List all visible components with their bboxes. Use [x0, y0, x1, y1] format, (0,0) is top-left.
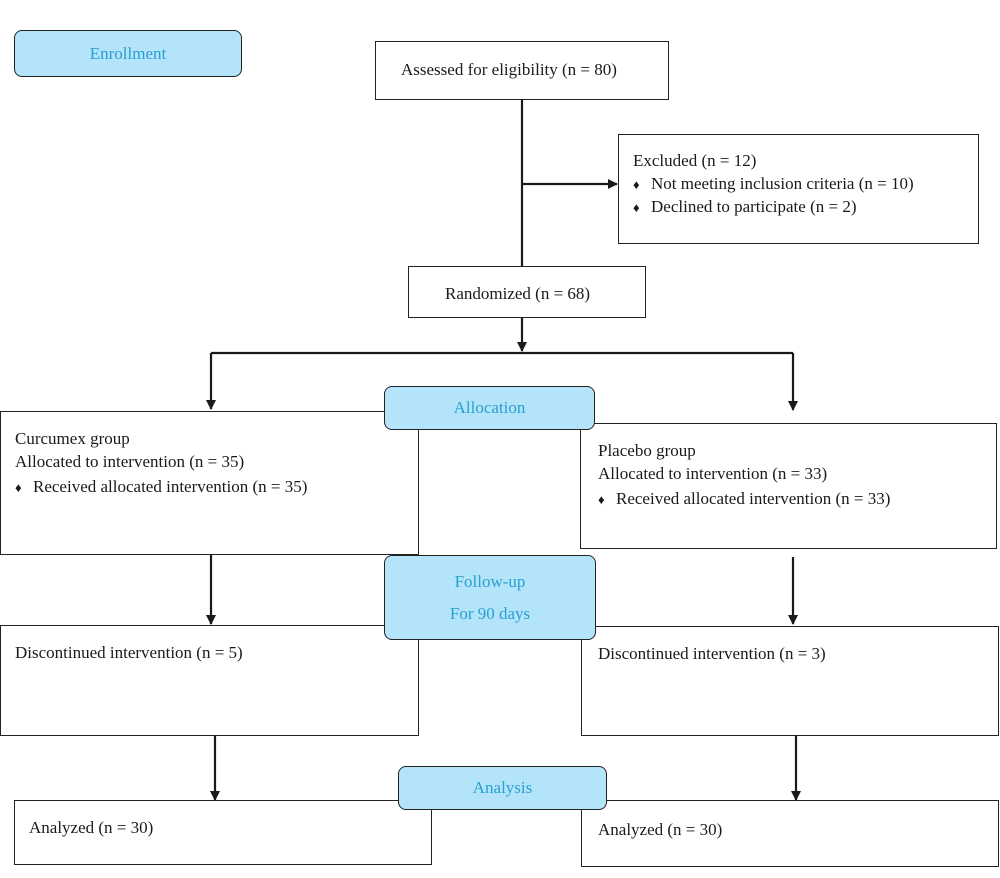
placebo-title: Placebo group	[598, 441, 696, 460]
placebo-followup-box: Discontinued intervention (n = 3)	[581, 626, 999, 736]
excluded-title: Excluded (n = 12)	[633, 151, 757, 170]
followup-phase-label: Follow-up For 90 days	[384, 555, 596, 640]
enrollment-phase-label: Enrollment	[14, 30, 242, 77]
curcumex-allocated: Allocated to intervention (n = 35)	[15, 452, 245, 471]
randomized-text: Randomized (n = 68)	[445, 284, 591, 303]
excluded-item-text: Not meeting inclusion criteria (n = 10)	[651, 174, 914, 193]
curcumex-title: Curcumex group	[15, 429, 130, 448]
curcumex-received-text: Received allocated intervention (n = 35)	[33, 477, 308, 496]
bullet-diamond-icon: ♦	[633, 177, 640, 192]
analysis-phase-label: Analysis	[398, 766, 607, 810]
curcumex-followup-box: Discontinued intervention (n = 5)	[0, 625, 419, 736]
bullet-diamond-icon: ♦	[633, 200, 640, 215]
placebo-analyzed: Analyzed (n = 30)	[598, 820, 723, 839]
placebo-allocated: Allocated to intervention (n = 33)	[598, 464, 828, 483]
allocation-label: Allocation	[453, 398, 526, 417]
excluded-item-text: Declined to participate (n = 2)	[651, 197, 857, 216]
excluded-item: ♦ Declined to participate (n = 2)	[633, 195, 856, 219]
curcumex-discontinued: Discontinued intervention (n = 5)	[15, 643, 243, 662]
placebo-received: ♦ Received allocated intervention (n = 33…	[598, 487, 890, 511]
randomized-box: Randomized (n = 68)	[408, 266, 646, 318]
placebo-discontinued: Discontinued intervention (n = 3)	[598, 644, 826, 663]
bullet-diamond-icon: ♦	[598, 492, 605, 507]
followup-label-line1: Follow-up	[454, 571, 526, 591]
curcumex-analysis-box: Analyzed (n = 30)	[14, 800, 432, 865]
enrollment-label: Enrollment	[89, 43, 167, 63]
placebo-analysis-box: Analyzed (n = 30)	[581, 800, 999, 867]
placebo-received-text: Received allocated intervention (n = 33)	[616, 489, 891, 508]
excluded-box: Excluded (n = 12) ♦ Not meeting inclusion…	[618, 134, 979, 244]
allocation-phase-label: Allocation	[384, 386, 595, 430]
assessed-box: Assessed for eligibility (n = 80)	[375, 41, 669, 100]
bullet-diamond-icon: ♦	[15, 480, 22, 495]
excluded-item: ♦ Not meeting inclusion criteria (n = 10)	[633, 172, 914, 196]
curcumex-allocation-box: Curcumex group Allocated to intervention…	[0, 411, 419, 555]
analysis-label: Analysis	[472, 778, 533, 797]
followup-label-line2: For 90 days	[449, 603, 531, 623]
assessed-text: Assessed for eligibility (n = 80)	[401, 60, 617, 79]
curcumex-analyzed: Analyzed (n = 30)	[29, 818, 154, 837]
curcumex-received: ♦ Received allocated intervention (n = 35…	[15, 475, 307, 499]
placebo-allocation-box: Placebo group Allocated to intervention …	[580, 423, 997, 549]
